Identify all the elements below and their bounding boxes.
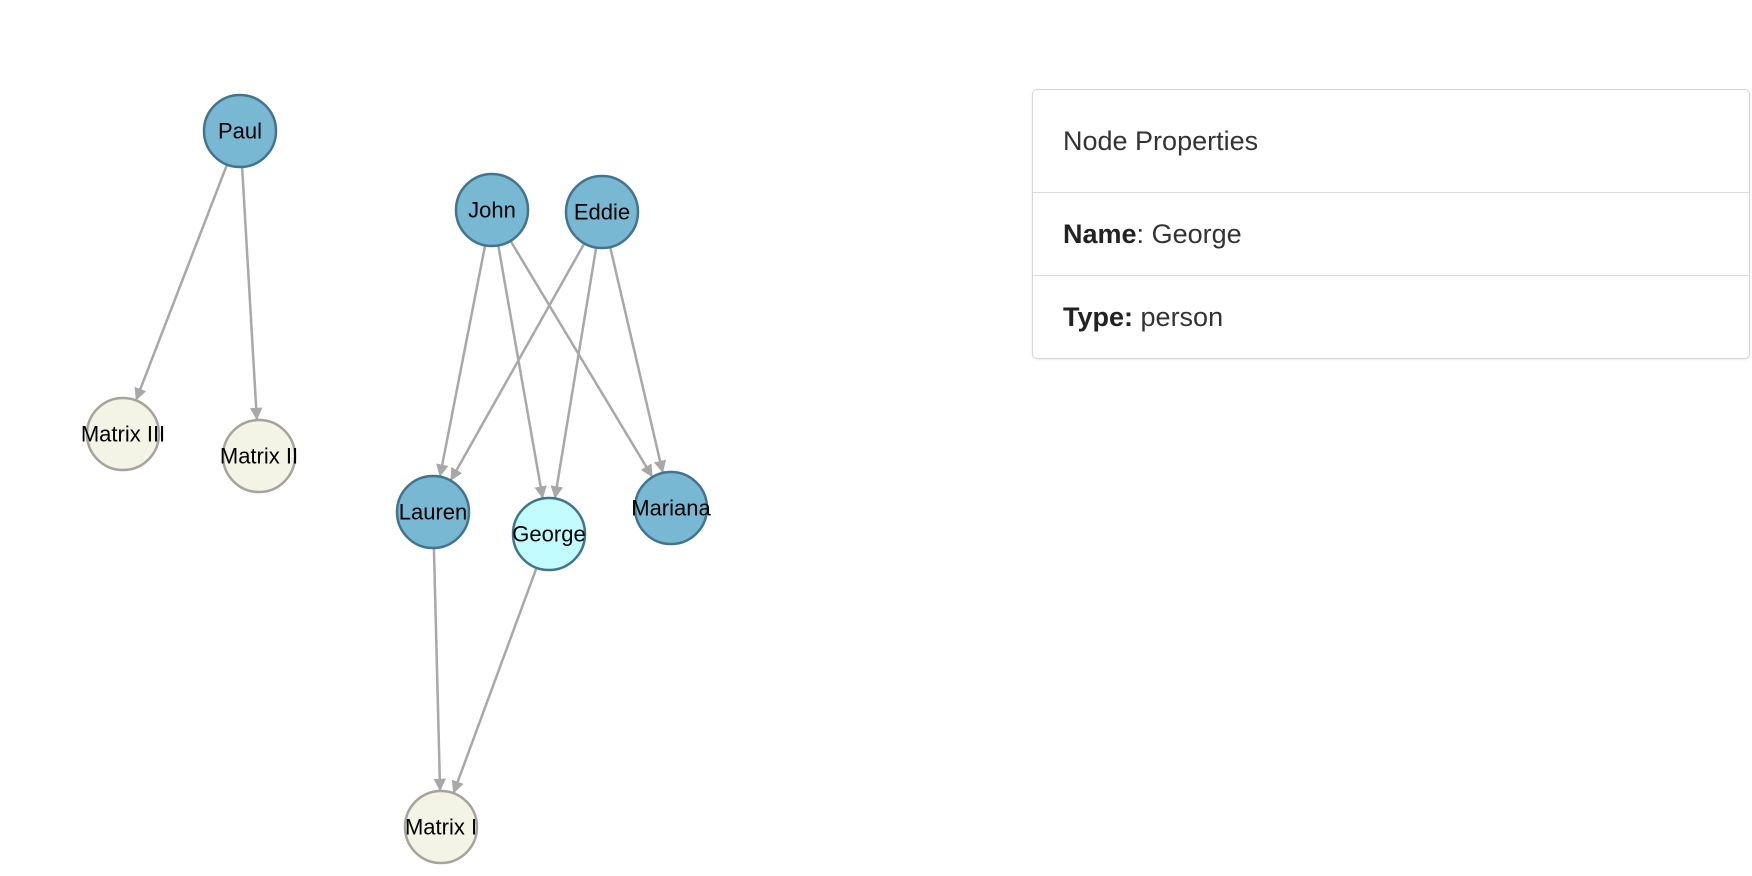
edge-john-to-george [497, 245, 547, 499]
edge-eddie-to-mariana [608, 246, 667, 474]
node-label-matrix1: Matrix I [405, 815, 477, 840]
property-name-label: Name [1063, 218, 1137, 249]
edge-eddie-to-george [550, 247, 598, 499]
node-lauren[interactable]: Lauren [395, 474, 471, 550]
edge-lauren-to-matrix1 [432, 547, 447, 792]
node-circle-george[interactable] [511, 496, 587, 572]
panel-title: Node Properties [1033, 90, 1749, 193]
property-name-value: George [1151, 218, 1242, 249]
node-matrix3[interactable]: Matrix III [81, 396, 165, 472]
node-circle-lauren[interactable] [395, 474, 471, 550]
node-circle-eddie[interactable] [564, 174, 640, 250]
node-properties-panel: Node Properties Name: George Type: perso… [1032, 89, 1750, 359]
node-label-eddie: Eddie [574, 200, 630, 225]
edge-paul-to-matrix3 [134, 164, 229, 401]
node-label-george: George [512, 522, 585, 547]
node-label-matrix2: Matrix II [220, 444, 298, 469]
node-matrix1[interactable]: Matrix I [403, 789, 479, 865]
node-circle-paul[interactable] [202, 93, 278, 169]
node-circle-matrix3[interactable] [85, 396, 161, 472]
property-name-separator: : [1136, 218, 1152, 249]
node-label-lauren: Lauren [399, 500, 468, 525]
node-label-mariana: Mariana [631, 496, 711, 521]
node-label-paul: Paul [218, 119, 262, 144]
property-name-row: Name: George [1033, 193, 1749, 276]
node-circle-matrix2[interactable] [221, 418, 297, 494]
edge-john-to-lauren [436, 245, 487, 477]
property-type-label: Type: [1063, 301, 1134, 332]
node-circle-matrix1[interactable] [403, 789, 479, 865]
node-circle-mariana[interactable] [633, 470, 709, 546]
node-george[interactable]: George [511, 496, 587, 572]
node-label-matrix3: Matrix III [81, 422, 165, 447]
edge-george-to-matrix1 [451, 567, 538, 794]
node-circle-john[interactable] [454, 172, 530, 248]
property-type-separator [1133, 302, 1141, 333]
node-mariana[interactable]: Mariana [631, 470, 712, 546]
node-eddie[interactable]: Eddie [564, 174, 640, 250]
node-john[interactable]: John [454, 172, 530, 248]
node-matrix2[interactable]: Matrix II [220, 418, 298, 494]
edge-paul-to-matrix2 [240, 166, 263, 421]
property-type-value: person [1140, 301, 1224, 332]
edge-eddie-to-lauren [450, 242, 586, 481]
node-label-john: John [468, 198, 516, 223]
property-type-row: Type: person [1033, 276, 1749, 358]
node-paul[interactable]: Paul [202, 93, 278, 169]
edge-john-to-mariana [509, 240, 654, 478]
edges-layer [134, 164, 667, 794]
